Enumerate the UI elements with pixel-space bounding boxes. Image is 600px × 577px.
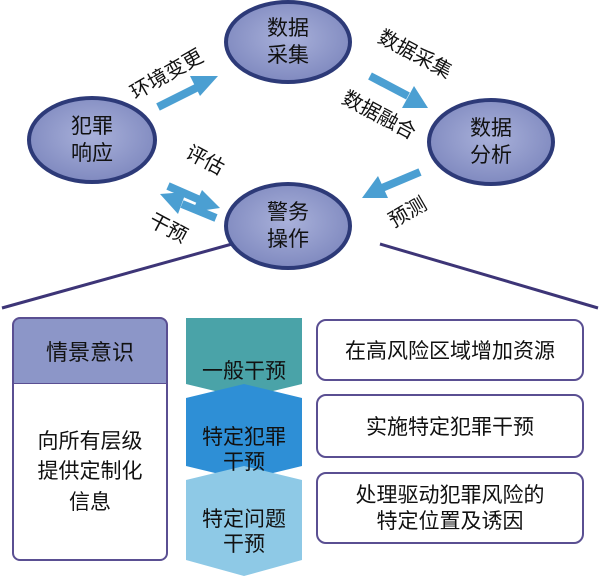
level-detail-general: 在高风险区域增加资源: [345, 339, 555, 363]
node-crime-response-line1: 犯罪: [71, 114, 113, 138]
level-detail-crime-specific: 实施特定犯罪干预: [366, 415, 534, 439]
node-police-operation-line2: 操作: [267, 227, 309, 251]
arrow-collection-to-analysis: [368, 72, 428, 108]
level-detail-general-box: 在高风险区域增加资源: [316, 319, 584, 381]
awareness-description: 向所有层级 提供定制化 信息: [37, 428, 143, 514]
level-label-crime-specific: 特定犯罪 干预: [202, 424, 286, 474]
node-police-operation-line1: 警务: [267, 200, 309, 224]
level-chevron-general: [186, 318, 302, 398]
level-detail-problem-specific-box: 处理驱动犯罪风险的 特定位置及诱因: [316, 472, 584, 544]
node-data-collection: 数据 采集: [224, 0, 352, 84]
edge-label-data-collection: 数据采集: [374, 24, 456, 83]
level-detail-problem-specific: 处理驱动犯罪风险的 特定位置及诱因: [355, 482, 545, 533]
arrow-analysis-to-operation: [362, 168, 422, 198]
left-connector-line: [1, 242, 233, 310]
edge-label-intervention: 干预: [145, 208, 192, 248]
level-label-general: 一般干预: [202, 359, 286, 384]
edge-label-env-change: 环境变更: [126, 44, 207, 105]
node-data-collection-line1: 数据: [267, 16, 309, 40]
edge-label-prediction: 预测: [384, 192, 431, 233]
arrow-operation-to-response: [160, 192, 218, 222]
intervention-levels-stack: [186, 318, 302, 576]
node-police-operation: 警务 操作: [224, 182, 352, 270]
awareness-title: 情景意识: [45, 341, 134, 366]
level-chevron-problem-specific: [186, 466, 302, 576]
awareness-title-box: 情景意识: [12, 317, 168, 383]
right-connector-line: [379, 242, 599, 310]
awareness-description-box: 向所有层级 提供定制化 信息: [12, 383, 168, 561]
node-data-analysis: 数据 分析: [427, 98, 555, 186]
node-data-analysis-line2: 分析: [470, 143, 512, 167]
level-label-problem-specific: 特定问题 干预: [202, 506, 286, 556]
level-detail-crime-specific-box: 实施特定犯罪干预: [316, 394, 584, 458]
arrow-response-to-collection: [156, 76, 218, 111]
edge-label-evaluation: 评估: [182, 140, 229, 180]
node-crime-response-line2: 响应: [71, 141, 113, 165]
node-data-analysis-line1: 数据: [470, 116, 512, 140]
node-crime-response: 犯罪 响应: [27, 96, 157, 184]
node-data-collection-line2: 采集: [267, 43, 309, 67]
level-chevron-crime-specific: [186, 384, 302, 480]
